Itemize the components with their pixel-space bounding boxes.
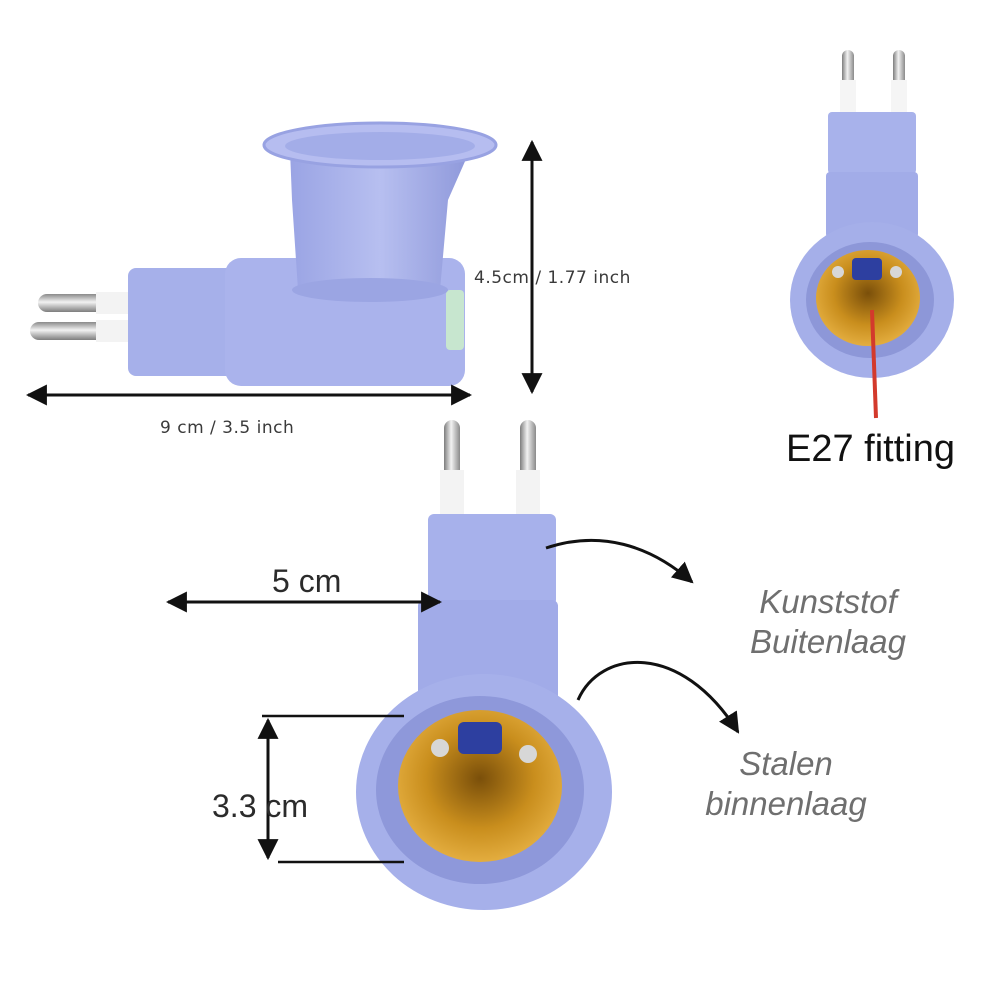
- height-label: 4.5cm / 1.77 inch: [474, 268, 631, 288]
- outer-layer-arrow: [545, 538, 694, 584]
- fitting-label: E27 fitting: [786, 428, 955, 470]
- outer-layer-line2: Buitenlaag: [750, 623, 906, 660]
- front-view-adapter-small: [790, 50, 954, 378]
- inner-layer-line2: binnenlaag: [705, 785, 867, 822]
- inner-layer-line1: Stalen: [739, 745, 833, 782]
- width-label: 5 cm: [272, 563, 342, 599]
- inner-layer-callout: Stalen binnenlaag: [686, 744, 886, 824]
- front-view-adapter-large: [356, 420, 612, 910]
- outer-layer-line1: Kunststof: [759, 583, 897, 620]
- side-view-adapter: [30, 121, 498, 386]
- inner-layer-arrow: [576, 661, 740, 734]
- socket-depth-dimension: [257, 714, 404, 864]
- socket-depth-label: 3.3 cm: [212, 788, 309, 824]
- outer-layer-callout: Kunststof Buitenlaag: [728, 582, 928, 662]
- length-label: 9 cm / 3.5 inch: [160, 418, 295, 438]
- fitting-pointer: [870, 309, 878, 419]
